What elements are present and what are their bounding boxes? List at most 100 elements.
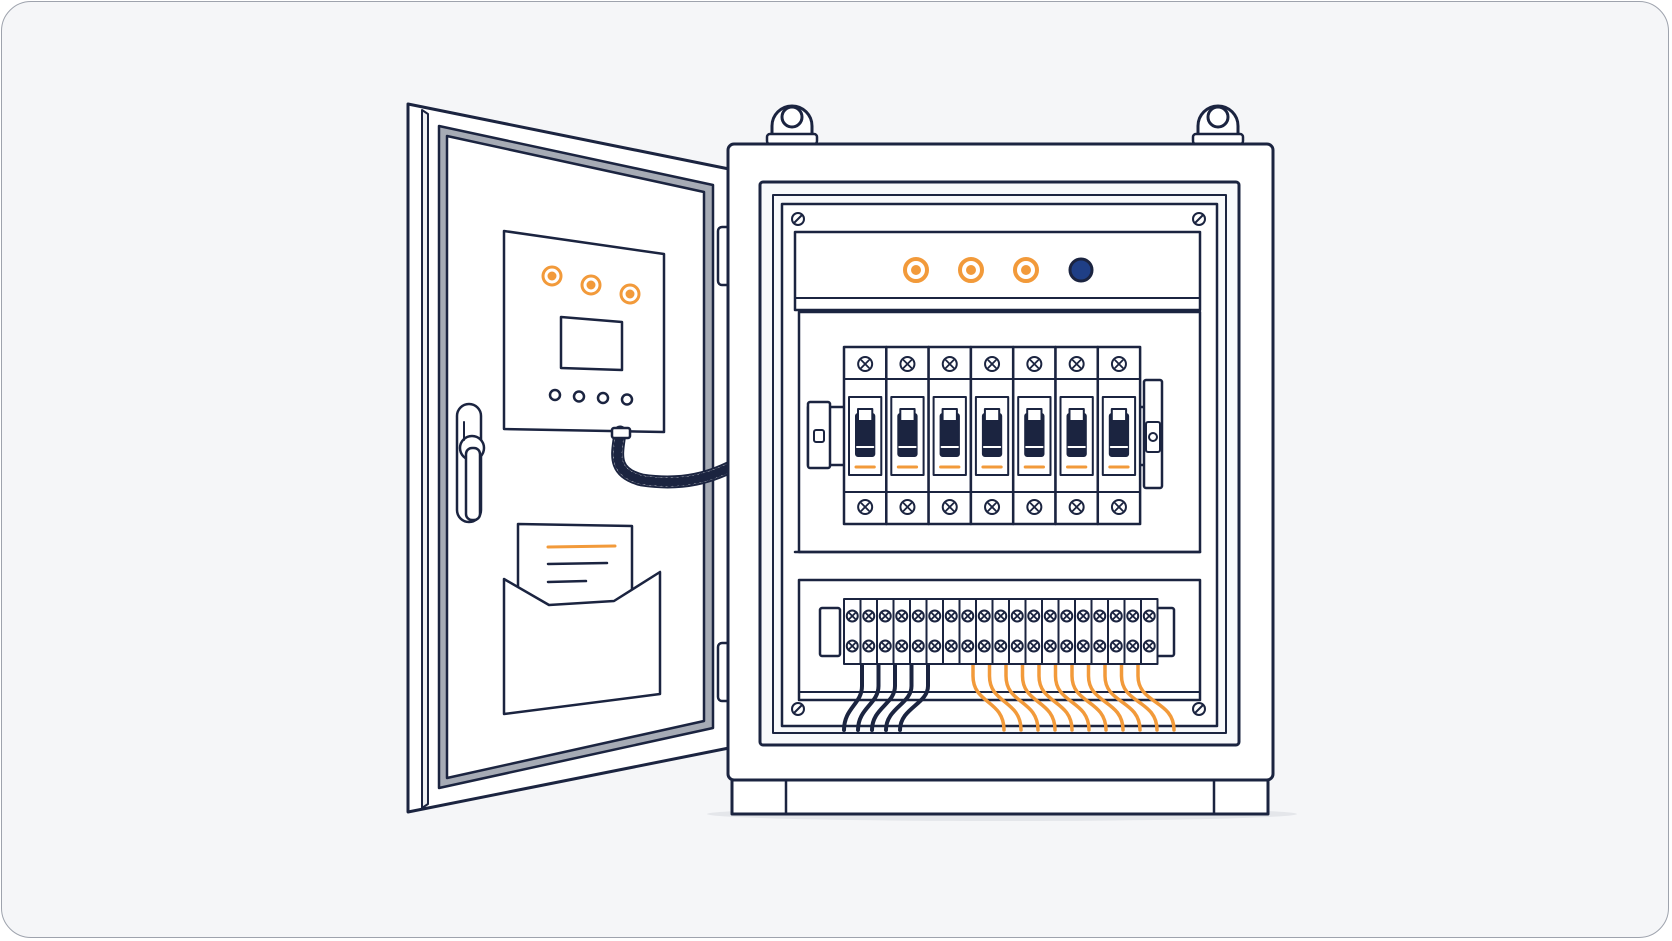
terminal-screw (1076, 639, 1090, 653)
pilot-light-core (1021, 265, 1031, 275)
din-end-clamp-left (806, 400, 832, 470)
wire-orange (1020, 662, 1057, 732)
terminal (1090, 598, 1109, 665)
door-push-button[interactable] (620, 393, 634, 406)
terminal (942, 598, 961, 665)
terminal-screw (1027, 609, 1041, 623)
door-handle[interactable] (455, 402, 486, 524)
breaker-terminal-screw (857, 356, 874, 372)
terminal-screw (1109, 609, 1123, 623)
terminal-screw (845, 609, 859, 623)
circuit-breaker[interactable] (927, 345, 973, 526)
terminal-screw (944, 639, 958, 653)
wire-dark (870, 662, 897, 732)
terminal (859, 598, 878, 665)
terminal (1041, 598, 1060, 665)
terminal (1008, 598, 1027, 665)
terminal-screw (977, 639, 991, 653)
wire-dark (842, 662, 864, 732)
mounting-screws (791, 212, 1206, 716)
breaker-terminal-screw (941, 499, 958, 515)
cabinet-door[interactable] (406, 102, 752, 814)
terminal-screw (1027, 639, 1041, 653)
door-push-button[interactable] (548, 388, 562, 402)
terminal-screw (1010, 639, 1024, 653)
lifting-eye-right (1191, 104, 1245, 146)
breaker-terminal-screw (899, 356, 916, 372)
terminal (1123, 598, 1142, 665)
terminal (958, 598, 977, 665)
pilot-light-core (911, 265, 921, 275)
wire-dark (856, 662, 881, 732)
terminal-screw (994, 639, 1008, 653)
terminal-screw (895, 609, 909, 623)
terminal-screw (1060, 639, 1074, 653)
wire-orange (971, 662, 1006, 732)
din-end-clamp-right (1142, 378, 1164, 490)
terminal-screw (928, 639, 942, 653)
door-push-button[interactable] (572, 390, 586, 403)
terminal-screw (944, 609, 958, 623)
breaker-toggle[interactable] (939, 408, 960, 457)
breaker-toggle[interactable] (981, 408, 1003, 457)
terminal (975, 598, 994, 665)
terminal-screw (1126, 639, 1140, 653)
terminal-screw (1060, 609, 1074, 623)
breaker-toggle[interactable] (1066, 408, 1087, 457)
terminal-screw (845, 639, 859, 653)
breaker-toggle[interactable] (1108, 408, 1130, 457)
wire-dark (884, 662, 914, 732)
pilot-light-core (966, 265, 976, 275)
circuit-breaker[interactable] (1011, 345, 1057, 526)
circuit-breaker[interactable] (969, 345, 1015, 526)
circuit-breaker[interactable] (885, 345, 930, 526)
terminal (892, 598, 911, 665)
wire-orange (1119, 662, 1159, 732)
wire-orange (1004, 662, 1040, 732)
breaker-terminal-screw (941, 356, 958, 372)
breaker-toggle[interactable] (855, 408, 876, 457)
terminal-screw (1043, 609, 1057, 623)
door-indicator-light-core (586, 280, 596, 290)
breaker-terminal-screw (984, 356, 1001, 372)
terminal-screw (961, 609, 975, 623)
terminal-screw (961, 639, 975, 653)
terminal-end-clamp-left (818, 606, 842, 658)
wire-orange (1053, 662, 1091, 732)
circuit-breaker[interactable] (842, 345, 888, 526)
breaker-toggle[interactable] (897, 408, 918, 457)
breaker-terminal-screw (857, 499, 874, 515)
wire-orange (987, 662, 1023, 732)
terminal-screw (1093, 609, 1107, 623)
breaker-terminal-screw (1068, 499, 1085, 515)
terminal (925, 598, 944, 665)
breaker-terminal-screw (1026, 356, 1043, 372)
breaker-terminal-screw (1110, 499, 1127, 515)
terminal-screw (862, 609, 876, 623)
terminal-screw (1093, 639, 1107, 653)
wire-orange (1086, 662, 1125, 732)
breaker-toggle[interactable] (1024, 408, 1045, 457)
door-push-button[interactable] (596, 391, 610, 405)
terminal-screw (1076, 609, 1090, 623)
terminal (909, 598, 928, 665)
wire-orange (1136, 662, 1176, 732)
circuit-breaker[interactable] (1096, 345, 1142, 526)
terminal-screw (911, 639, 925, 653)
wire-orange (1103, 662, 1142, 732)
wire-dark (898, 662, 930, 732)
terminal (991, 598, 1010, 665)
document-pocket (502, 522, 662, 716)
terminal-screw (994, 609, 1008, 623)
terminal-screw (928, 609, 942, 623)
door-control-box (502, 229, 666, 434)
wire-orange (1070, 662, 1108, 732)
cabinet-body (726, 104, 1275, 816)
circuit-breaker[interactable] (1054, 345, 1100, 526)
terminal-screw (977, 609, 991, 623)
terminal-screw (1010, 609, 1024, 623)
terminal (1107, 598, 1126, 665)
terminal-screw (878, 609, 892, 623)
